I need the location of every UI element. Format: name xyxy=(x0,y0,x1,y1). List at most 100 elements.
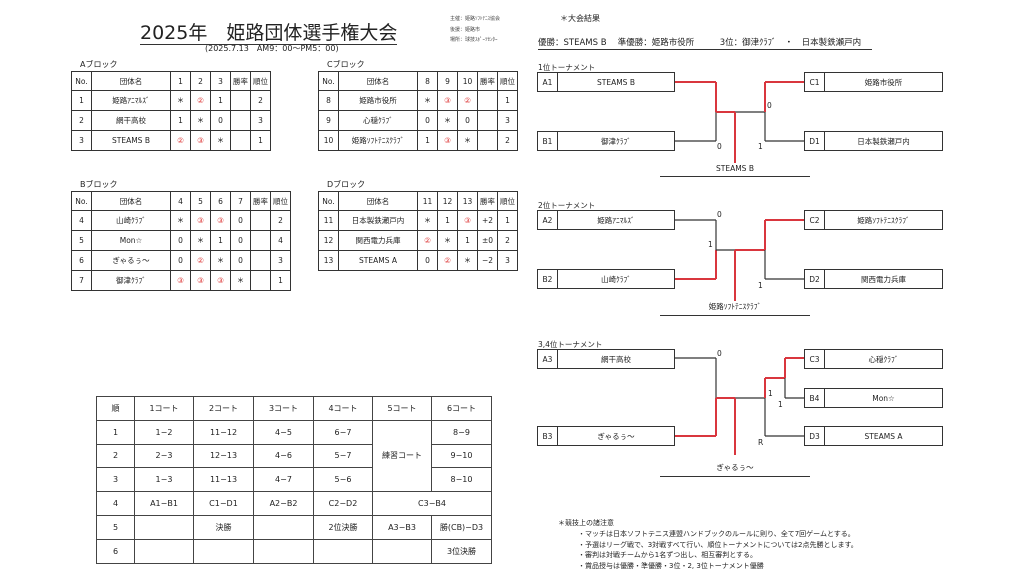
cell: A1−B1 xyxy=(134,491,194,516)
team-name: 心穏ｸﾗﾌﾞ xyxy=(868,354,899,364)
cell: C1−D1 xyxy=(193,491,254,516)
cell xyxy=(253,538,314,564)
note-item: ・賞品授与は優勝・準優勝・3位・2, 3位トーナメント優勝 xyxy=(578,561,764,570)
winner-name: ぎゃるぅ〜 xyxy=(660,462,810,477)
bracket-team-box: C3 心穏ｸﾗﾌﾞ xyxy=(804,349,943,369)
cell: 3 xyxy=(96,467,135,493)
seed-code: D2 xyxy=(805,270,825,288)
cell: A2−B2 xyxy=(253,491,314,516)
cell: 4−6 xyxy=(253,443,314,469)
cell: 2位決勝 xyxy=(313,514,373,540)
results-summary: 優勝：STEAMS B 準優勝：姫路市役所 3位：御津ｸﾗﾌﾞ ・ 日本製鉄瀬戸… xyxy=(538,36,872,50)
team-name: 日本製鉄瀬戸内 xyxy=(857,136,910,146)
score: 1 xyxy=(768,389,773,398)
cell: C3−B4 xyxy=(372,491,492,516)
cell: 1 xyxy=(270,270,291,291)
seed-code: A1 xyxy=(538,73,558,91)
winner-name: STEAMS B xyxy=(660,164,810,177)
notes-heading: ＊競技上の諸注意 xyxy=(558,519,614,527)
bracket-team-box: B3 ぎゃるぅ〜 xyxy=(537,426,675,446)
column-header: 3コート xyxy=(253,396,314,421)
cell xyxy=(134,514,194,540)
cell: 決勝 xyxy=(193,514,254,540)
seed-code: B3 xyxy=(538,427,558,445)
cell: 12−13 xyxy=(193,443,254,469)
venue: 場所：球技ｽﾎﾟｰﾂｾﾝﾀｰ xyxy=(450,37,498,43)
note-item: ・マッチは日本ソフトテニス連盟ハンドブックのルールに則り、全て7回ゲームとする。 xyxy=(578,530,855,538)
note-item: ・審判は対戦チームから1名ずつ出し、相互審判とする。 xyxy=(578,551,758,559)
seed-code: B2 xyxy=(538,270,558,288)
block-label: Cブロック xyxy=(327,60,365,69)
cell: 1−2 xyxy=(134,419,194,445)
cell: C2−D2 xyxy=(313,491,373,516)
cell: 8−9 xyxy=(431,419,492,445)
column-header: 5コート xyxy=(372,396,432,421)
team-name: 姫路ｱﾆﾏﾙｽﾞ xyxy=(597,215,635,225)
seed-code: D3 xyxy=(805,427,825,445)
organizer: 主催：姫路ｿﾌﾄﾃﾆｽ協会 xyxy=(450,16,501,22)
seed-code: B1 xyxy=(538,132,558,150)
score: 0 xyxy=(717,210,722,219)
tournament-label: 3,4位トーナメント xyxy=(538,340,603,349)
block-label: Aブロック xyxy=(80,60,118,69)
winner-name: 姫路ｿﾌﾄﾃﾆｽｸﾗﾌﾞ xyxy=(660,301,810,316)
seed-code: C3 xyxy=(805,350,825,368)
cell: 6−7 xyxy=(313,419,373,445)
team-name: 関西電力兵庫 xyxy=(861,274,906,284)
seed-code: C1 xyxy=(805,73,825,91)
team-name: 姫路ｿﾌﾄﾃﾆｽｸﾗﾌﾞ xyxy=(857,215,910,225)
bracket-team-box: D1 日本製鉄瀬戸内 xyxy=(804,131,943,151)
cell: 2−3 xyxy=(134,443,194,469)
bracket-team-box: C1 姫路市役所 xyxy=(804,72,943,92)
seed-code: A2 xyxy=(538,211,558,229)
bracket-team-box: B1 御津ｸﾗﾌﾞ xyxy=(537,131,675,151)
cell: 1−3 xyxy=(134,467,194,493)
bracket-team-box: A2 姫路ｱﾆﾏﾙｽﾞ xyxy=(537,210,675,230)
column-header: 6コート xyxy=(431,396,492,421)
cell: A3−B3 xyxy=(372,514,432,540)
cell: 1 xyxy=(250,130,271,151)
cell xyxy=(253,514,314,540)
team-name: STEAMS A xyxy=(864,431,903,441)
note-item: ・予選はリーグ戦で、3対戦すべて行い、順位トーナメントについては2点先勝とします… xyxy=(578,540,858,549)
tournament-label: 1位トーナメント xyxy=(538,63,596,72)
block-label: Dブロック xyxy=(327,180,366,189)
seed-code: C2 xyxy=(805,211,825,229)
team-name: 網干高校 xyxy=(601,354,631,364)
score: 1 xyxy=(778,400,783,409)
team-name: ぎゃるぅ〜 xyxy=(597,431,635,441)
cell: 1 xyxy=(497,210,518,231)
team-name: 御津ｸﾗﾌﾞ xyxy=(601,136,631,146)
cell: 2 xyxy=(96,443,135,469)
team-name: STEAMS B xyxy=(597,77,635,87)
cell xyxy=(193,538,254,564)
cell: −2 xyxy=(477,250,498,271)
sponsor: 後援：姫路市 xyxy=(450,27,481,33)
bracket-team-box: A1 STEAMS B xyxy=(537,72,675,92)
bracket-team-box: D3 STEAMS A xyxy=(804,426,943,446)
cell: 1 xyxy=(96,419,135,445)
seed-code: D1 xyxy=(805,132,825,150)
team-name: 姫路市役所 xyxy=(864,77,903,87)
score: 1 xyxy=(758,142,763,151)
cell xyxy=(372,538,432,564)
